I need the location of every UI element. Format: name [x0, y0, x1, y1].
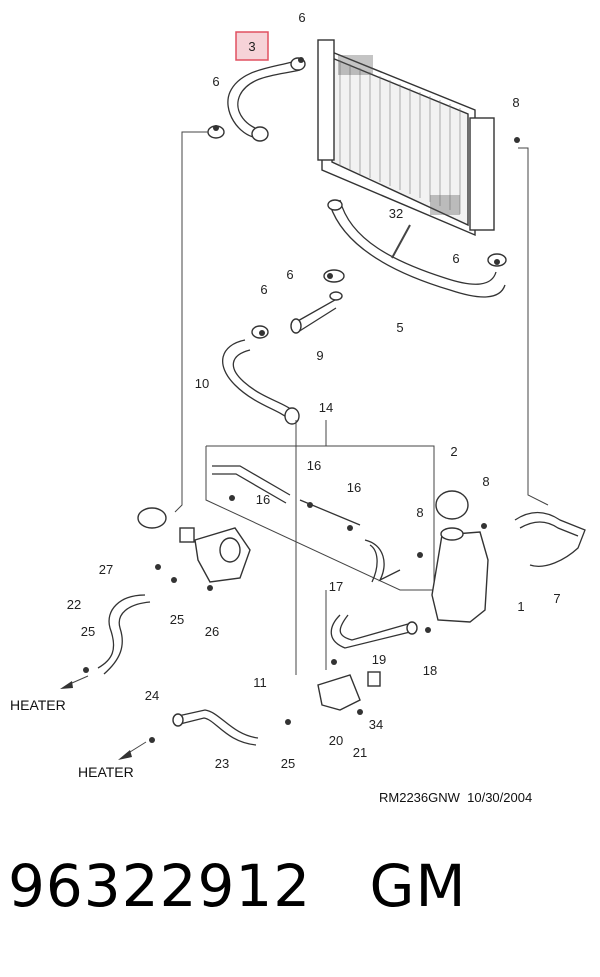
- callout-6: 6: [298, 10, 305, 25]
- water-outlet: [317, 674, 361, 711]
- callout-6: 6: [260, 282, 267, 297]
- lower-radiator-hose: [329, 199, 506, 298]
- callout-18: 18: [423, 663, 437, 678]
- heater-hose-assembly: [212, 465, 401, 583]
- callout-26: 26: [205, 624, 219, 639]
- callout-6: 6: [212, 74, 219, 89]
- callout-17: 17: [329, 579, 343, 594]
- callout-34: 34: [369, 717, 383, 732]
- callout-20: 20: [329, 733, 343, 748]
- upper-radiator-hose: [227, 61, 301, 139]
- callout-6: 6: [286, 267, 293, 282]
- callout-2: 2: [450, 444, 457, 459]
- heater-label-top: HEATER: [10, 697, 66, 713]
- radiator-outlet-hose: [514, 511, 586, 567]
- part-number: 96322912: [8, 852, 312, 920]
- brand-name: GM: [369, 852, 467, 920]
- callout-7: 7: [553, 591, 560, 606]
- callout-9: 9: [316, 348, 323, 363]
- callout-25: 25: [281, 756, 295, 771]
- reservoir-hose: [330, 614, 411, 649]
- callout-25: 25: [81, 624, 95, 639]
- callout-23: 23: [215, 756, 229, 771]
- callout-16: 16: [307, 458, 321, 473]
- heater-outlet-hose: [97, 594, 151, 675]
- leader-line-right: [518, 147, 549, 506]
- leader-line-left: [174, 131, 208, 513]
- callout-6: 6: [452, 251, 459, 266]
- callout-19: 19: [372, 652, 386, 667]
- callout-25: 25: [170, 612, 184, 627]
- callout-5: 5: [396, 320, 403, 335]
- highlight-box-3: [235, 31, 269, 61]
- callout-32: 32: [389, 206, 403, 221]
- thermostat-housing: [137, 507, 251, 583]
- radiator: [317, 39, 495, 237]
- hose-assembly-box: [205, 445, 435, 591]
- callout-24: 24: [145, 688, 159, 703]
- callout-3: 3: [248, 39, 255, 54]
- heater-label-bottom: HEATER: [78, 764, 134, 780]
- callout-14: 14: [319, 400, 333, 415]
- part-number-line: 96322912 GM: [8, 852, 598, 952]
- coolant-pipe: [295, 295, 341, 333]
- callout-8: 8: [512, 95, 519, 110]
- callout-1: 1: [517, 599, 524, 614]
- heater-inlet-hose: [177, 709, 259, 746]
- callout-16: 16: [256, 492, 270, 507]
- callout-27: 27: [99, 562, 113, 577]
- coolant-reservoir: [431, 490, 489, 623]
- callout-8: 8: [416, 505, 423, 520]
- bolt-32: [391, 224, 411, 259]
- callout-11: 11: [253, 675, 267, 690]
- cooling-system-exploded-diagram: 3 6 6 8 32 6 6 6 5 9 10 14 2 16 8 16 16 …: [10, 10, 586, 805]
- callout-22: 22: [67, 597, 81, 612]
- callout-21: 21: [353, 745, 367, 760]
- callout-16: 16: [347, 480, 361, 495]
- drawing-code: RM2236GNW 10/30/2004: [379, 790, 532, 805]
- bypass-hose: [222, 339, 293, 421]
- callout-8: 8: [482, 474, 489, 489]
- callout-10: 10: [195, 376, 209, 391]
